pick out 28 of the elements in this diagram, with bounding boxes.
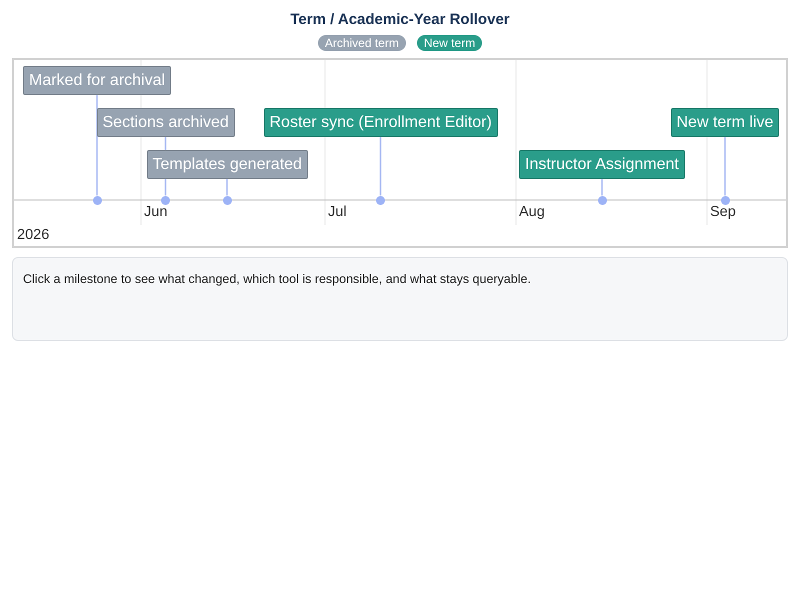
leader-line — [724, 137, 726, 196]
leader-line — [226, 179, 228, 196]
milestone-dot — [598, 196, 606, 204]
milestone-dot — [376, 196, 385, 204]
instruction-text: Click a milestone to see what changed, which tool is responsible, and what stays queryable. — [23, 271, 531, 287]
milestone-box: Roster sync (Enrollment Editor) — [264, 108, 498, 137]
axis-label: Aug — [519, 204, 545, 221]
year-label: 2026 — [17, 227, 50, 244]
legend-tag: New term — [416, 35, 482, 51]
milestone-box: Marked for archival — [23, 66, 172, 95]
legend-tag: Archived term — [318, 35, 406, 51]
axis-label: Sep — [710, 204, 736, 221]
axis-label: Jul — [328, 204, 347, 221]
milestone-dot — [720, 196, 730, 204]
milestone-box: New term live — [670, 108, 780, 137]
milestone-box: Instructor Assignment — [519, 150, 685, 179]
milestone-box: Templates generated — [146, 150, 308, 179]
milestone-dot — [161, 196, 170, 204]
info-panel — [12, 257, 788, 341]
timeline-panel — [12, 58, 788, 248]
leader-line — [380, 137, 382, 196]
milestone-dot — [92, 196, 102, 204]
milestone-box: Sections archived — [96, 108, 235, 137]
axis-label: Jun — [144, 204, 168, 221]
milestone-dot — [222, 196, 232, 204]
diagram-title: Term / Academic-Year Rollover — [289, 11, 511, 29]
leader-line — [601, 179, 603, 196]
leader-line — [96, 95, 98, 196]
